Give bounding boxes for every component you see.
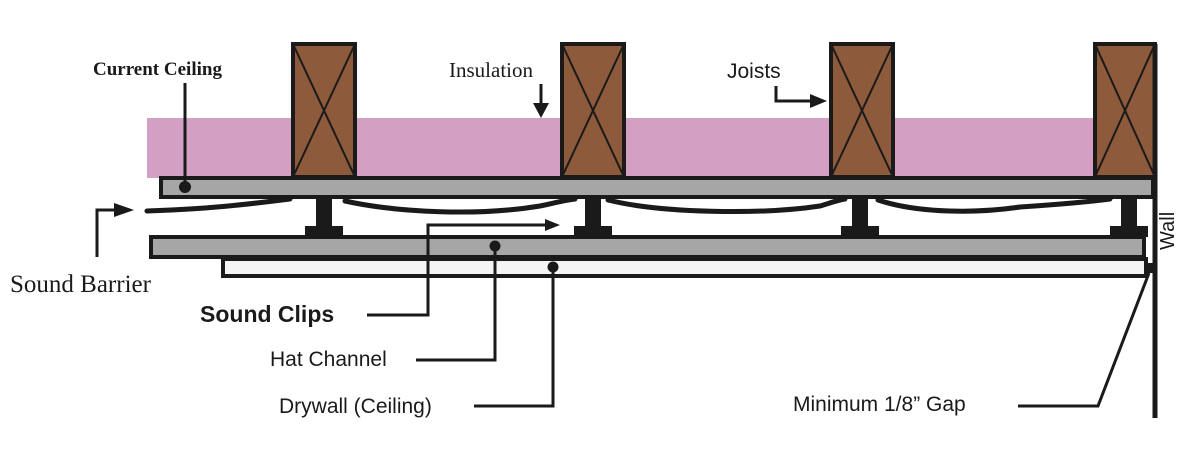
gap-label: Minimum 1/8” Gap <box>793 393 966 416</box>
sound-clip <box>841 198 879 237</box>
insulation-arrowhead <box>533 103 549 118</box>
sound-barrier-label: Sound Barrier <box>10 271 151 298</box>
insulation-label: Insulation <box>449 58 533 82</box>
hat-channel <box>149 235 1146 259</box>
sound-barrier-membrane <box>144 196 1113 215</box>
sound-clip <box>305 198 343 237</box>
sound-barrier-arrowhead <box>114 203 134 217</box>
joist <box>560 42 626 179</box>
drywall-label: Drywall (Ceiling) <box>279 395 432 418</box>
drywall-leader <box>474 268 555 408</box>
joists-arrow <box>774 86 812 103</box>
sound-clips-label: Sound Clips <box>200 301 335 327</box>
sound-barrier-arrow <box>95 208 118 257</box>
joists-arrowhead <box>810 94 827 108</box>
joist <box>1093 42 1157 179</box>
joists-label: Joists <box>727 60 781 83</box>
hat-channel-label: Hat Channel <box>270 348 387 371</box>
joist <box>291 42 357 179</box>
current-ceiling-panel <box>159 176 1155 199</box>
joist <box>829 42 895 179</box>
hat-channel-leader <box>416 247 497 362</box>
sound-clips-leader <box>367 223 548 317</box>
gap-spacer <box>1145 263 1153 273</box>
hat-channel-dot <box>489 240 501 252</box>
sound-clip <box>574 198 612 237</box>
current-ceiling-dot <box>179 181 191 193</box>
drywall-panel <box>221 257 1148 278</box>
sound-clips-arrowhead <box>545 219 560 231</box>
sound-clip <box>1110 198 1148 237</box>
drywall-dot <box>547 261 559 273</box>
wall-label: Wall <box>1157 211 1179 250</box>
gap-leader <box>1018 272 1151 408</box>
current-ceiling-label: Current Ceiling <box>93 59 222 80</box>
